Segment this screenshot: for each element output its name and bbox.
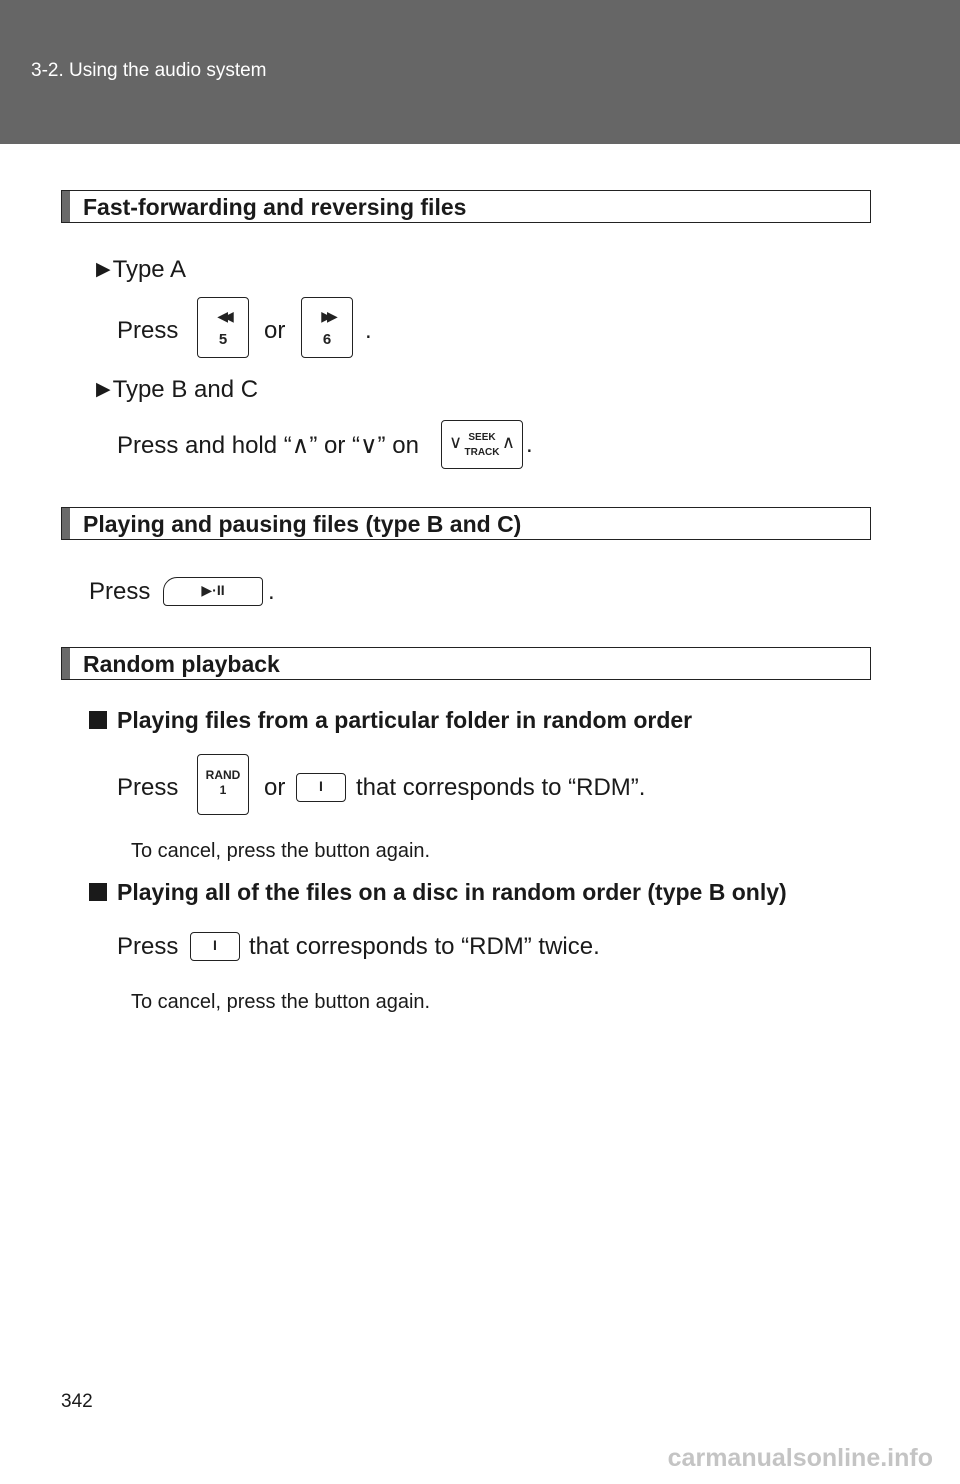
- button-number: 6: [322, 331, 332, 348]
- rdm-text: that corresponds to “RDM”.: [356, 774, 646, 801]
- type-a-label: Type A: [112, 256, 187, 283]
- rewind-icon: ◀◀: [217, 308, 234, 324]
- period: .: [365, 317, 372, 344]
- watermark: carmanualsonline.info: [667, 1444, 933, 1472]
- square-bullet-icon: [89, 883, 107, 901]
- fast-forward-icon: ▶▶: [321, 308, 338, 324]
- subheading-text: Playing all of the files on a disc in ra…: [117, 879, 787, 905]
- rand-label: RAND 1: [198, 768, 248, 798]
- seek-track-button[interactable]: ∨ SEEK TRACK ∧: [441, 420, 523, 469]
- page-number: 342: [61, 1391, 93, 1412]
- section-heading-fast-forward: Fast-forwarding and reversing files: [61, 190, 871, 223]
- period: .: [268, 578, 275, 605]
- section-title: Playing and pausing files (type B and C): [83, 511, 522, 537]
- type-bc-label: Type B and C: [112, 376, 259, 403]
- section-heading-play-pause: Playing and pausing files (type B and C): [61, 507, 871, 540]
- heading-accent: [62, 191, 70, 222]
- type-a-press: Press: [117, 317, 179, 344]
- rand-text: RAND: [205, 768, 241, 782]
- subheading-disc-random: Playing all of the files on a disc in ra…: [89, 879, 787, 906]
- rand-number: 1: [219, 783, 227, 797]
- heading-accent: [62, 648, 70, 679]
- type-bc-instruction: Press and hold “∧” or “∨” on: [117, 432, 419, 459]
- fast-forward-button-6[interactable]: ▶▶ 6: [301, 297, 353, 358]
- subheading-text: Playing files from a particular folder i…: [117, 707, 693, 733]
- square-bullet-icon: [89, 711, 107, 729]
- section-title: Fast-forwarding and reversing files: [83, 194, 467, 220]
- bullet-triangle-icon: ▶: [96, 259, 111, 280]
- track-label: TRACK: [464, 447, 500, 458]
- bullet-triangle-icon: ▶: [96, 379, 111, 400]
- heading-accent: [62, 508, 70, 539]
- header-band: 3-2. Using the audio system: [0, 0, 960, 144]
- chapter-title: 3-2. Using the audio system: [31, 60, 267, 81]
- press-text: Press: [117, 933, 179, 960]
- softkey-label: I: [319, 778, 323, 794]
- or-text: or: [264, 774, 286, 801]
- softkey-button[interactable]: I: [190, 932, 240, 961]
- rdm-twice-text: that corresponds to “RDM” twice.: [249, 933, 600, 960]
- press-text: Press: [89, 578, 151, 605]
- type-bc-item: ▶Type B and C: [96, 376, 258, 404]
- play-pause-button[interactable]: ▶·II: [163, 577, 263, 606]
- play-pause-icon: ▶·II: [201, 582, 225, 598]
- chevron-down-icon: ∨: [449, 432, 463, 452]
- section-heading-random: Random playback: [61, 647, 871, 680]
- press-text: Press: [117, 774, 179, 801]
- cancel-note: To cancel, press the button again.: [131, 991, 431, 1013]
- rand-button-1[interactable]: RAND 1: [197, 754, 249, 815]
- or-text: or: [264, 317, 286, 344]
- rewind-button-5[interactable]: ◀◀ 5: [197, 297, 249, 358]
- subheading-folder-random: Playing files from a particular folder i…: [89, 707, 692, 734]
- section-title: Random playback: [83, 651, 280, 677]
- button-number: 5: [218, 331, 228, 348]
- cancel-note: To cancel, press the button again.: [131, 840, 431, 862]
- softkey-label: I: [213, 937, 217, 953]
- seek-label: SEEK: [468, 432, 496, 443]
- type-a-item: ▶Type A: [96, 256, 186, 284]
- chevron-up-icon: ∧: [501, 432, 515, 452]
- period: .: [526, 431, 533, 458]
- softkey-button[interactable]: I: [296, 773, 346, 802]
